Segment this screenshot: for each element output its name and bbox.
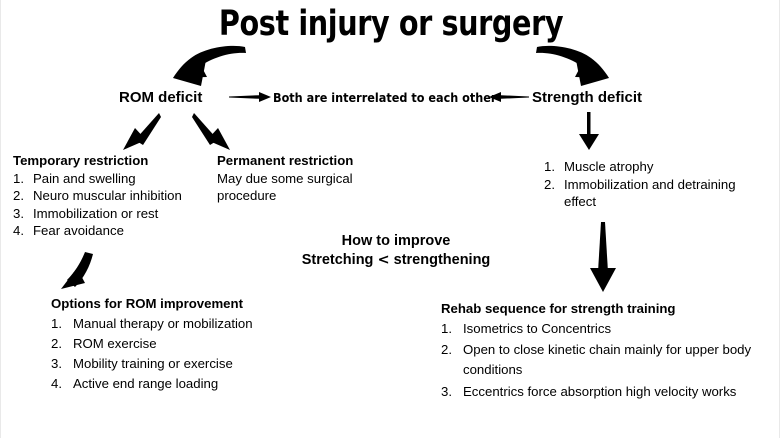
list-item: 1. Manual therapy or mobilization	[51, 314, 381, 334]
block-rom-options: Options for ROM improvement 1. Manual th…	[51, 295, 381, 394]
list-item-label: Active end range loading	[73, 375, 219, 391]
list-item: 1. Pain and swelling	[13, 170, 213, 188]
block-heading: Temporary restriction	[13, 153, 149, 168]
arrow-temporary-to-options-icon	[61, 252, 93, 289]
arrow-rom-to-temporary-icon	[123, 113, 161, 150]
arrow-causes-to-rehab-icon	[590, 222, 616, 292]
list-item: 2. Neuro muscular inhibition	[13, 187, 213, 205]
list-item-label: Muscle atrophy	[564, 159, 654, 174]
list-item-label: Mobility training or exercise	[73, 355, 233, 371]
list-item: 2. ROM exercise	[51, 334, 381, 354]
block-heading: Rehab sequence for strength training	[441, 301, 676, 316]
list-item-number: 1.	[544, 159, 555, 174]
arrow-title-to-rom-icon	[173, 45, 246, 86]
list-item-label: Fear avoidance	[33, 223, 124, 238]
block-temporary-restriction: Temporary restriction 1. Pain and swelli…	[13, 152, 213, 240]
node-rom-deficit: ROM deficit	[119, 89, 203, 106]
how-to-improve-line1: How to improve	[341, 233, 451, 249]
how-to-improve-line2: Stretching < strengthening	[241, 251, 551, 270]
list-item: 3. Immobilization or rest	[13, 205, 213, 223]
list-item-label: Isometrics to Concentrics	[463, 320, 612, 336]
block-heading: Options for ROM improvement	[51, 296, 243, 311]
list-item-number: 4.	[51, 375, 62, 391]
list-item-label: Immobilization and detraining effect	[564, 176, 736, 210]
list-item-number: 1.	[13, 170, 24, 186]
list-item-number: 1.	[441, 320, 452, 336]
page-title: Post injury or surgery	[218, 4, 564, 44]
list-item-label: ROM exercise	[73, 335, 157, 351]
node-strength-deficit: Strength deficit	[532, 89, 643, 106]
list-item-label: Neuro muscular inhibition	[33, 188, 182, 203]
list-item-number: 2.	[544, 176, 555, 192]
rom-options-list: 1. Manual therapy or mobilization 2. ROM…	[51, 314, 381, 394]
list-item-number: 2.	[441, 342, 452, 357]
block-heading: Permanent restriction	[217, 153, 354, 168]
arrow-strength-to-causes-icon	[579, 112, 599, 150]
list-item: 1. Isometrics to Concentrics	[441, 319, 771, 339]
list-item-label: Manual therapy or mobilization	[73, 315, 253, 331]
list-item-label: Eccentrics force absorption high velocit…	[463, 383, 737, 399]
block-strength-causes: 1. Muscle atrophy 2. Immobilization and …	[544, 158, 764, 211]
strength-causes-list: 1. Muscle atrophy 2. Immobilization and …	[544, 158, 764, 211]
list-item-label: Open to close kinetic chain mainly for u…	[463, 342, 752, 377]
list-item-number: 2.	[13, 188, 24, 203]
list-item-number: 1.	[51, 315, 62, 331]
arrow-rom-to-interrelated-icon	[229, 92, 271, 102]
block-how-to-improve: How to improve Stretching < strengthenin…	[241, 232, 551, 270]
list-item-number: 3.	[13, 205, 24, 221]
block-rehab-sequence: Rehab sequence for strength training 1. …	[441, 300, 771, 403]
how-to-improve-right: strengthening	[393, 252, 491, 268]
list-item-label: Pain and swelling	[33, 170, 136, 186]
rehab-sequence-list: 1. Isometrics to Concentrics 2. Open to …	[441, 319, 771, 402]
list-item: 2. Immobilization and detraining effect	[544, 176, 764, 211]
arrow-title-to-strength-icon	[536, 45, 609, 86]
list-item-label: Immobilization or rest	[33, 205, 159, 221]
list-item-number: 4.	[13, 223, 24, 238]
list-item: 1. Muscle atrophy	[544, 158, 764, 176]
temporary-restriction-list: 1. Pain and swelling 2. Neuro muscular i…	[13, 170, 213, 240]
less-than-symbol: <	[377, 252, 390, 268]
list-item-number: 2.	[51, 335, 62, 351]
list-item: 4. Active end range loading	[51, 374, 381, 394]
list-item: 3. Mobility training or exercise	[51, 354, 381, 374]
block-body: May due some surgical procedure	[217, 170, 353, 204]
list-item: 4. Fear avoidance	[13, 222, 213, 240]
list-item-number: 3.	[441, 383, 452, 399]
list-item-number: 3.	[51, 355, 62, 371]
how-to-improve-left: Stretching	[301, 252, 374, 268]
arrow-rom-to-permanent-icon	[192, 113, 230, 150]
block-permanent-restriction: Permanent restriction May due some surgi…	[217, 152, 387, 205]
node-interrelated-note: Both are interrelated to each other	[273, 90, 497, 105]
list-item: 3. Eccentrics force absorption high velo…	[441, 382, 771, 402]
list-item: 2. Open to close kinetic chain mainly fo…	[441, 340, 771, 380]
